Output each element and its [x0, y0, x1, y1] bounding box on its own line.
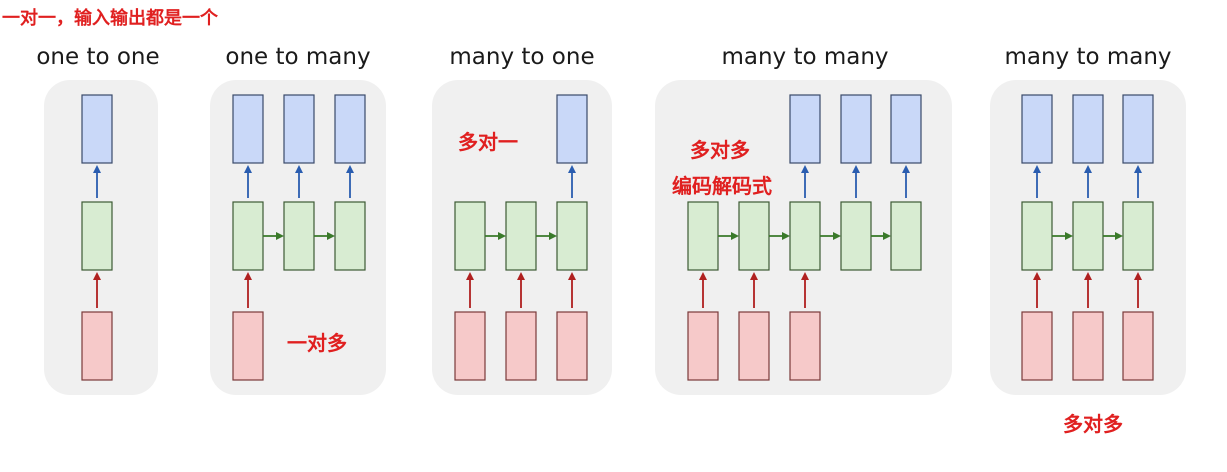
panel-title-many-to-one: many to one: [449, 44, 595, 70]
input-cell-p1-0: [232, 311, 264, 381]
input-cell-p3-2: [789, 311, 821, 381]
output-cell-p2-2: [556, 94, 588, 164]
header-annotation: 一对一，输入输出都是一个: [2, 8, 218, 29]
output-cell-p1-0: [232, 94, 264, 164]
input-cell-p2-2: [556, 311, 588, 381]
hidden-cell-p4-1: [1072, 201, 1104, 271]
output-cell-p4-0: [1021, 94, 1053, 164]
hidden-cell-p0-0: [81, 201, 113, 271]
output-cell-p0-0: [81, 94, 113, 164]
output-cell-p3-2: [789, 94, 821, 164]
annotation-one-to-many: 一对多: [287, 331, 347, 355]
input-cell-p4-2: [1122, 311, 1154, 381]
panel-title-one-to-many: one to many: [225, 44, 371, 70]
hidden-cell-p3-0: [687, 201, 719, 271]
output-cell-p4-1: [1072, 94, 1104, 164]
hidden-cell-p2-2: [556, 201, 588, 271]
hidden-cell-p2-1: [505, 201, 537, 271]
panel-title-many-to-many-seq2seq: many to many: [721, 44, 889, 70]
panel-title-many-to-many-sync: many to many: [1004, 44, 1172, 70]
hidden-cell-p1-2: [334, 201, 366, 271]
output-cell-p1-1: [283, 94, 315, 164]
annotation-seq2seq-line2: 编码解码式: [672, 174, 772, 198]
output-cell-p1-2: [334, 94, 366, 164]
output-cell-p3-4: [890, 94, 922, 164]
hidden-cell-p4-2: [1122, 201, 1154, 271]
annotation-sync-many: 多对多: [1063, 412, 1123, 436]
input-cell-p4-1: [1072, 311, 1104, 381]
hidden-cell-p1-1: [283, 201, 315, 271]
input-cell-p2-0: [454, 311, 486, 381]
hidden-cell-p3-3: [840, 201, 872, 271]
hidden-cell-p3-1: [738, 201, 770, 271]
output-cell-p4-2: [1122, 94, 1154, 164]
input-cell-p3-0: [687, 311, 719, 381]
hidden-cell-p2-0: [454, 201, 486, 271]
output-cell-p3-3: [840, 94, 872, 164]
input-cell-p0-0: [81, 311, 113, 381]
hidden-cell-p4-0: [1021, 201, 1053, 271]
input-cell-p2-1: [505, 311, 537, 381]
input-cell-p3-1: [738, 311, 770, 381]
hidden-cell-p3-2: [789, 201, 821, 271]
annotation-many-to-one: 多对一: [458, 130, 518, 154]
hidden-cell-p1-0: [232, 201, 264, 271]
input-cell-p4-0: [1021, 311, 1053, 381]
panel-title-one-to-one: one to one: [36, 44, 160, 70]
hidden-cell-p3-4: [890, 201, 922, 271]
annotation-seq2seq-line1: 多对多: [690, 138, 750, 162]
